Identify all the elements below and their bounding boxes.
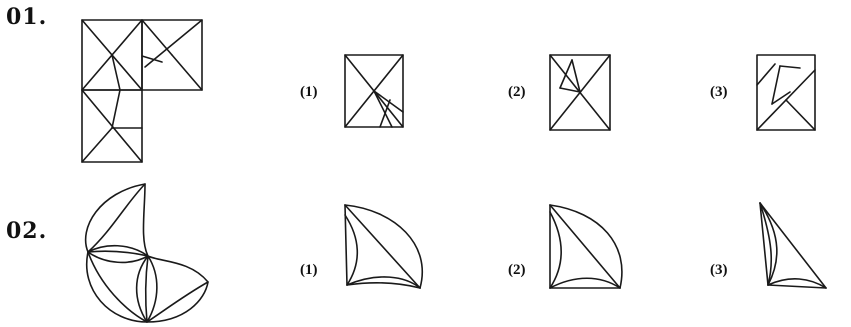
q2-option-2-label[interactable]: (2) (508, 262, 526, 278)
q1-option-1-figure[interactable] (344, 54, 404, 128)
q1-option-3-label[interactable]: (3) (710, 84, 728, 100)
q2-question-figure (84, 183, 209, 323)
q1-question-figure (81, 19, 203, 163)
q1-option-2-label[interactable]: (2) (508, 84, 526, 100)
q2-option-3-figure[interactable] (759, 202, 827, 289)
q2-option-1-label[interactable]: (1) (300, 262, 318, 278)
question-number-1: 01. (6, 4, 48, 30)
q1-option-1-label[interactable]: (1) (300, 84, 318, 100)
q1-option-2-figure[interactable] (549, 54, 611, 131)
q2-option-3-label[interactable]: (3) (710, 262, 728, 278)
q2-option-2-figure[interactable] (549, 204, 623, 289)
question-number-2: 02. (6, 218, 48, 244)
q1-option-3-figure[interactable] (756, 54, 816, 131)
q2-option-1-figure[interactable] (344, 204, 423, 289)
